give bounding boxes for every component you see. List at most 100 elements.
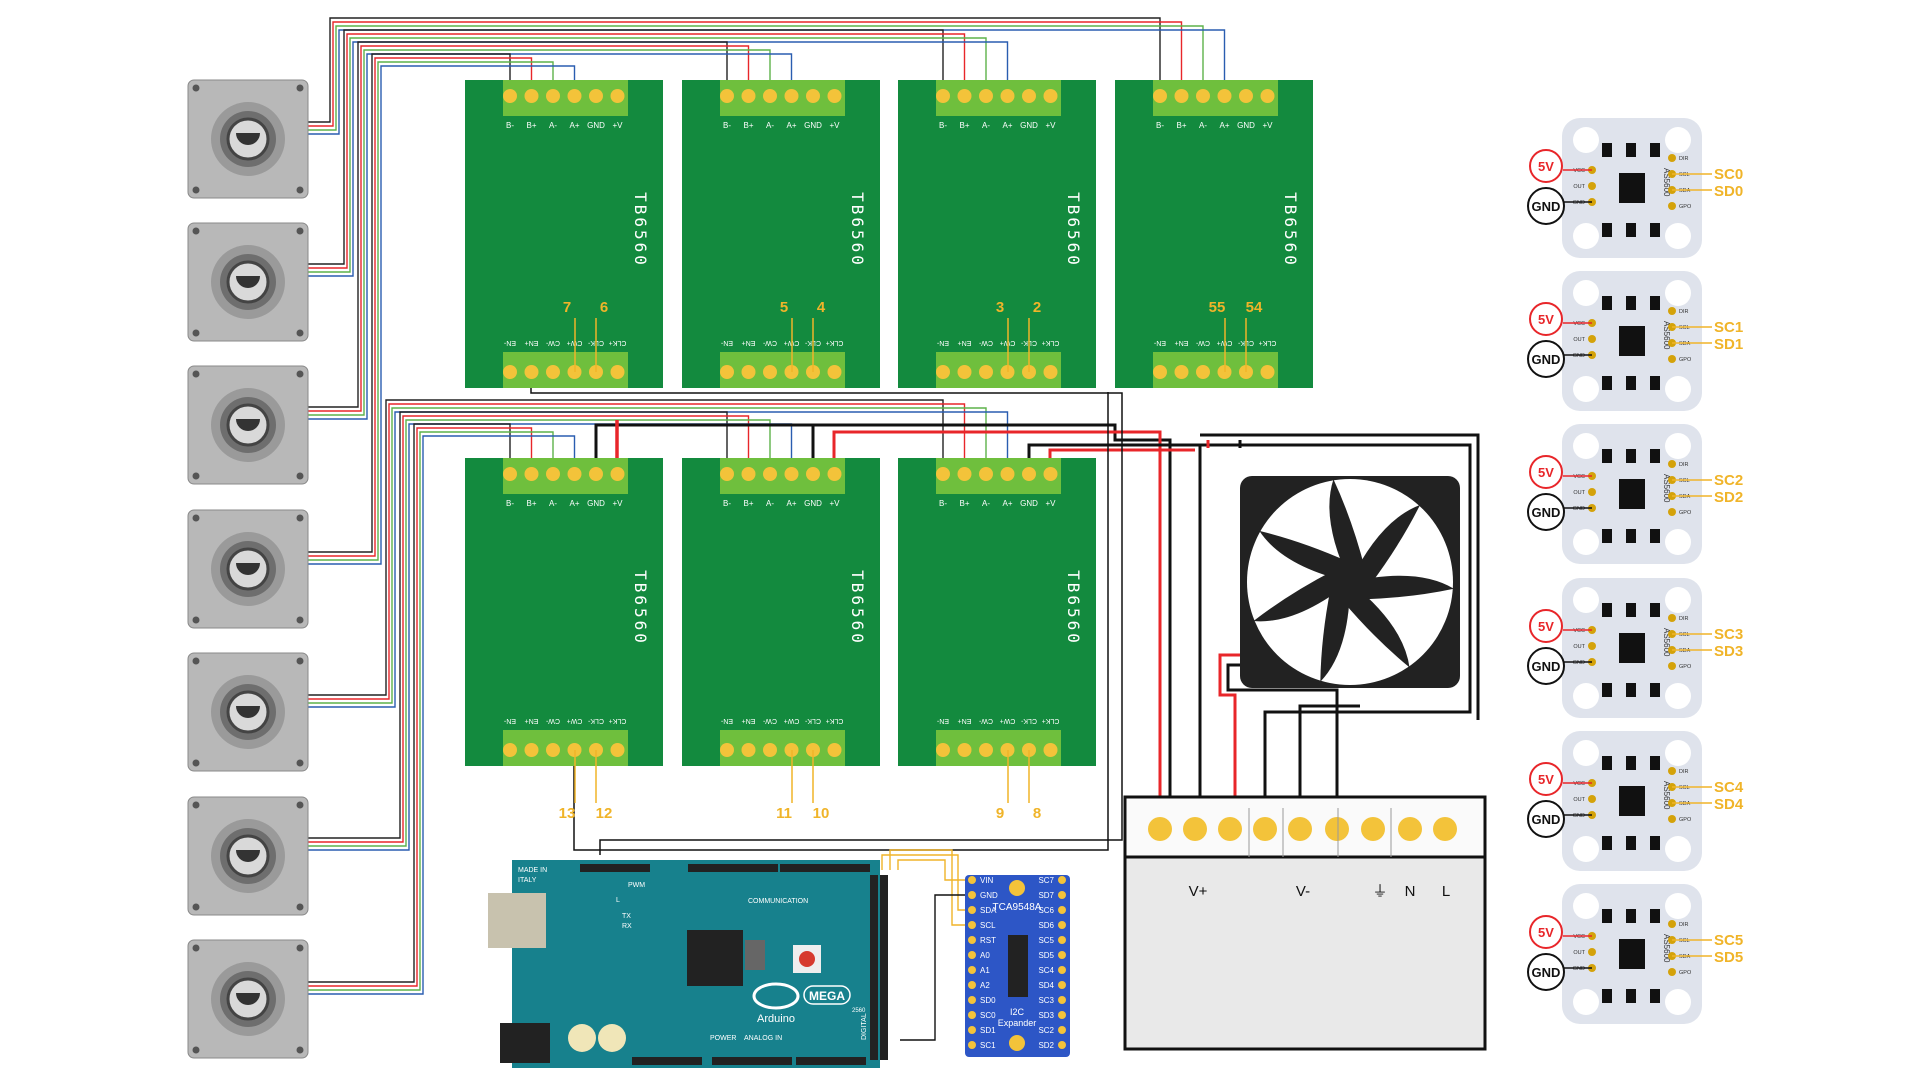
- psu-terminal: [1253, 817, 1277, 841]
- expander-pin-label: A0: [980, 951, 990, 960]
- gnd-badge: [1527, 800, 1565, 838]
- terminal-pin: [720, 467, 734, 481]
- pin-label: B-: [723, 121, 731, 130]
- arduino-brand: Arduino: [757, 1013, 795, 1025]
- scl-label: SC0: [1714, 166, 1743, 183]
- terminal-pin: [957, 467, 972, 481]
- vcc-label: 5V: [1538, 925, 1554, 940]
- terminal-pin: [546, 467, 560, 481]
- terminal-pin: [806, 467, 820, 481]
- smd-component: [1626, 296, 1636, 310]
- terminal-pin: [1000, 467, 1015, 481]
- stepper-motor: [187, 222, 309, 342]
- sensor-pin-label: GND: [1573, 966, 1585, 972]
- terminal-pin: [936, 89, 950, 103]
- cooling-fan: [1240, 476, 1460, 688]
- sensor-pin: [1668, 202, 1676, 210]
- header: [712, 1057, 792, 1065]
- mount-hole: [296, 370, 304, 378]
- terminal-pin: [524, 365, 539, 379]
- arduino-pin-number: 13: [559, 805, 576, 822]
- vcc-label: 5V: [1538, 619, 1554, 634]
- driver-board: [898, 80, 1096, 388]
- mount-hole: [296, 186, 304, 194]
- driver-boards: B-EN-B+EN+A-CW-A+CW+GNDCLK-+VCLK+TB65607…: [465, 80, 1313, 822]
- motor-wire: [306, 41, 728, 408]
- mount-hole: [192, 329, 200, 337]
- sensor-pin-label: OUT: [1573, 184, 1585, 190]
- expander-pin-label: SD4: [1038, 981, 1054, 990]
- pin-label: GND: [587, 499, 605, 508]
- sda-label: SD1: [1714, 336, 1743, 353]
- smd-component: [1602, 296, 1612, 310]
- vcc-badge: [1529, 455, 1563, 489]
- motor-shaft: [236, 563, 260, 575]
- expander-pin: [1058, 1011, 1066, 1019]
- stepper-motor: [187, 79, 309, 199]
- sda-wire: [881, 854, 972, 911]
- expander-pin-label: SD5: [1038, 951, 1054, 960]
- smd-component: [1626, 989, 1636, 1003]
- scl-label: SC2: [1714, 472, 1743, 489]
- pin-label: A-: [549, 121, 557, 130]
- sensor-chip: [1619, 633, 1645, 663]
- terminal-block-bottom: [936, 730, 1061, 766]
- stepper-motor: [187, 939, 309, 1059]
- pin-label: CLK+: [1042, 717, 1060, 724]
- terminal-pin: [979, 89, 993, 103]
- terminal-block-bottom: [720, 352, 845, 388]
- terminal-pin: [784, 89, 799, 103]
- gnd-badge: [1527, 493, 1565, 531]
- sensor-pin-label: GND: [1573, 353, 1585, 359]
- terminal-pin: [1153, 89, 1167, 103]
- terminal-pin: [1000, 89, 1015, 103]
- sensor-pin-label: SDA: [1679, 801, 1691, 807]
- scl-wire: [889, 849, 972, 926]
- header: [632, 1057, 702, 1065]
- arduino-label: RX: [622, 923, 632, 930]
- sensor-pin-label: SDA: [1679, 341, 1691, 347]
- driver-chip-label: TB6560: [1064, 570, 1083, 646]
- control-bus: [573, 392, 1109, 851]
- fan-black-wire: [1226, 663, 1339, 815]
- sensor-pin: [1668, 154, 1676, 162]
- smd-component: [1602, 223, 1612, 237]
- driver-chip-label: TB6560: [848, 570, 867, 646]
- expander-pin: [1058, 1041, 1066, 1049]
- vcc-badge: [1529, 149, 1563, 183]
- smd-component: [1650, 836, 1660, 850]
- scl-label: SC1: [1714, 319, 1743, 336]
- terminal-pin: [1153, 365, 1167, 379]
- sensor-pin: [1588, 948, 1596, 956]
- expander-pin-label: SC7: [1038, 876, 1054, 885]
- gnd-label: GND: [1532, 659, 1561, 674]
- pin-label: GND: [1020, 121, 1038, 130]
- smd-component: [1650, 909, 1660, 923]
- sensor-pin: [1668, 355, 1676, 363]
- mount-hole: [192, 616, 200, 624]
- arduino-pin-number: 3: [996, 299, 1004, 316]
- gnd-wire: [900, 894, 972, 1041]
- terminal-block-bottom: [503, 352, 628, 388]
- pin-label: EN-: [720, 717, 733, 724]
- sensor-pin: [1668, 815, 1676, 823]
- header: [870, 875, 878, 1060]
- sda-label: SD5: [1714, 949, 1743, 966]
- smd-component: [1650, 143, 1660, 157]
- vin-wire: [897, 859, 972, 881]
- mount-hole: [296, 472, 304, 480]
- scl-label: SC3: [1714, 626, 1743, 643]
- sensor-pin-label: GPO: [1679, 970, 1692, 976]
- mount-hole: [192, 657, 200, 665]
- gnd-badge: [1527, 647, 1565, 685]
- expander-pin: [1058, 876, 1066, 884]
- arduino-label: ANALOG IN: [744, 1035, 782, 1042]
- terminal-pin: [1260, 365, 1275, 379]
- motor-wire: [306, 435, 576, 995]
- sensor-pin: [1668, 662, 1676, 670]
- driver-chip-label: TB6560: [631, 192, 650, 268]
- sensor-pin-label: SCL: [1679, 478, 1690, 484]
- sensor-pin-label: GPO: [1679, 664, 1692, 670]
- mount-hole: [1009, 880, 1025, 896]
- smd-component: [1650, 296, 1660, 310]
